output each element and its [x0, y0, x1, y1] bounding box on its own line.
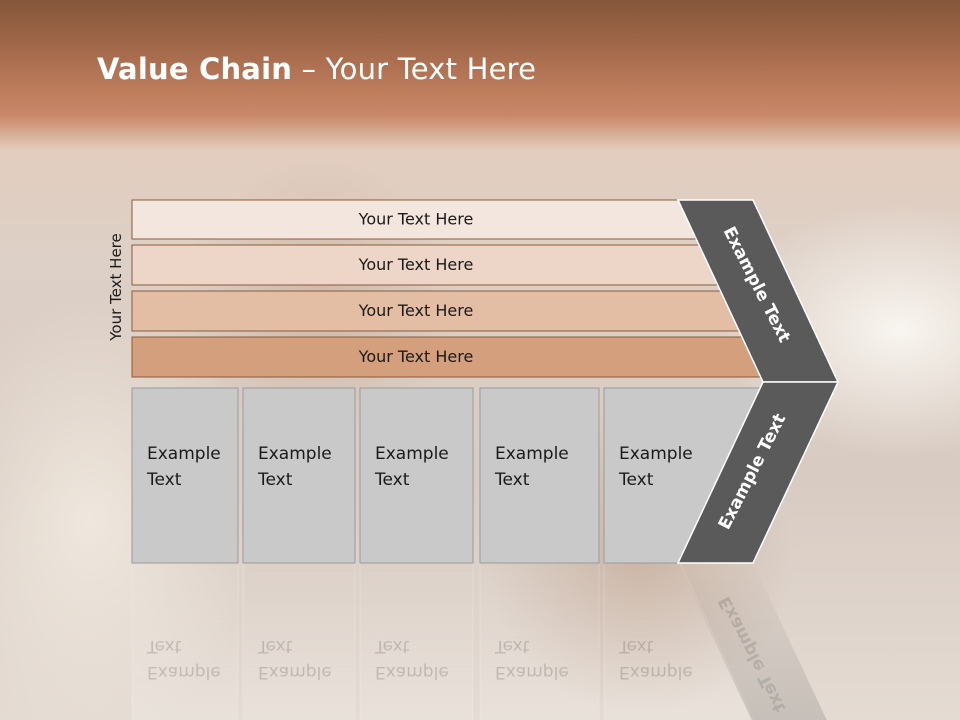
- activity-box-line1: Example: [258, 444, 332, 464]
- reflection-box: [359, 562, 474, 720]
- value-bar-label: Your Text Here: [358, 255, 474, 274]
- activity-box-line2: Text: [257, 470, 293, 490]
- value-bar[interactable]: Your Text Here: [131, 199, 704, 240]
- value-bar[interactable]: Your Text Here: [131, 244, 726, 286]
- activity-box-line2: Text: [374, 470, 410, 490]
- title-bold: Value Chain: [97, 52, 293, 86]
- boxes-group: ExampleTextExampleTextExampleTextExample…: [131, 387, 763, 564]
- reflection-chevron: [678, 563, 827, 720]
- reflection-box-line1: Example: [619, 662, 693, 682]
- reflection-box-line2: Text: [618, 636, 654, 656]
- reflection-box-line2: Text: [374, 636, 410, 656]
- activity-box-shape: [479, 387, 600, 564]
- activity-box-line2: Text: [146, 470, 182, 490]
- activity-box-shape: [131, 387, 239, 564]
- reflection-box: [131, 562, 239, 720]
- activity-box-line1: Example: [495, 444, 569, 464]
- activity-box-line2: Text: [494, 470, 530, 490]
- title-rest: – Your Text Here: [292, 52, 537, 86]
- activity-box-shape: [359, 387, 474, 564]
- reflection-box-line2: Text: [494, 636, 530, 656]
- reflection-box-line1: Example: [495, 662, 569, 682]
- value-bar-label: Your Text Here: [358, 210, 474, 229]
- activity-box-shape: [242, 387, 356, 564]
- activity-box-line1: Example: [619, 444, 693, 464]
- reflection-box-line1: Example: [375, 662, 449, 682]
- reflection-box-line2: Text: [257, 636, 293, 656]
- reflection-box: [242, 562, 356, 720]
- reflection-box-line1: Example: [147, 662, 221, 682]
- value-bar[interactable]: Your Text Here: [131, 290, 750, 332]
- chevron-shape: [676, 381, 840, 564]
- activity-box-line2: Text: [618, 470, 654, 490]
- value-bar-label: Your Text Here: [358, 347, 474, 366]
- reflection-box-line2: Text: [146, 636, 182, 656]
- reflection-box: [479, 562, 600, 720]
- value-bar-label: Your Text Here: [358, 301, 474, 320]
- reflection-box-line1: Example: [258, 662, 332, 682]
- activity-box-line1: Example: [375, 444, 449, 464]
- header-band: [0, 0, 960, 135]
- activity-box-line1: Example: [147, 444, 221, 464]
- slide-title[interactable]: Value Chain – Your Text Here: [97, 52, 536, 86]
- value-bar[interactable]: Your Text Here: [131, 336, 775, 378]
